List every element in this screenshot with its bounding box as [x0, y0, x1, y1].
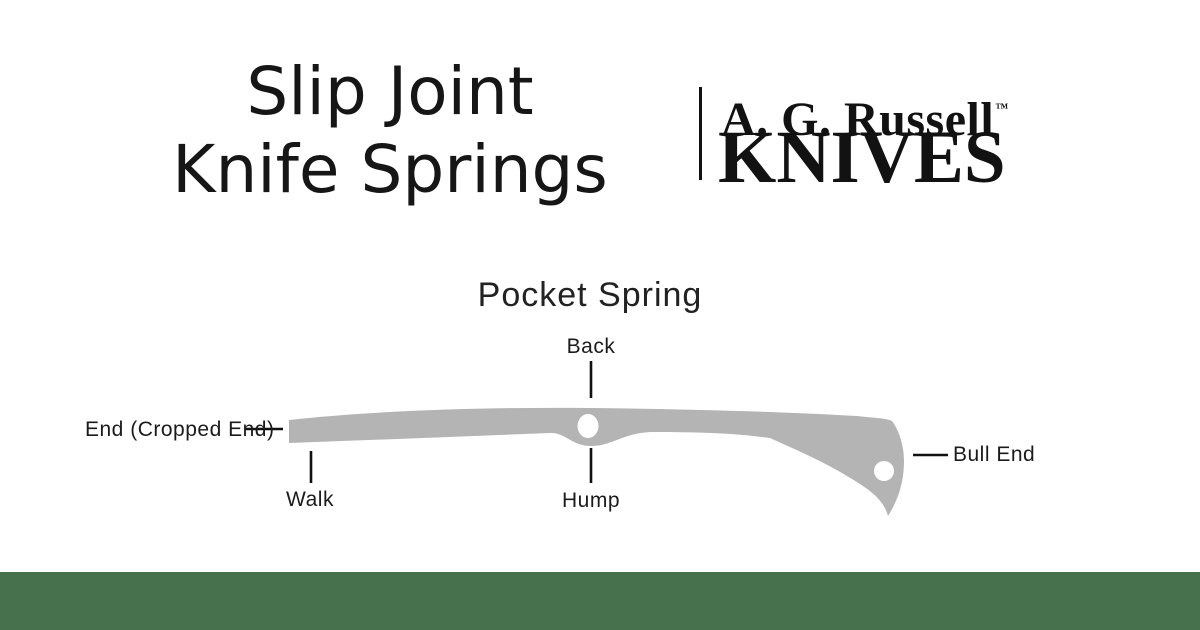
logo-knives-wordmark: KNIVES	[718, 116, 1006, 199]
center-pivot-hole	[577, 414, 599, 438]
diagram-title: Pocket Spring	[477, 276, 703, 314]
trademark-symbol: ™	[995, 100, 1009, 115]
label-bull-end: Bull End	[953, 443, 1036, 466]
logo-vertical-divider	[699, 87, 702, 180]
label-back: Back	[566, 335, 616, 358]
page-title: Slip Joint Knife Springs	[90, 53, 690, 209]
footer-color-bar	[0, 572, 1200, 630]
label-end-cropped-end: End (Cropped End)	[85, 418, 275, 441]
spring-shape	[289, 407, 904, 516]
logo-brand-name: A. G. Russell™	[721, 90, 1009, 146]
label-hump: Hump	[561, 489, 621, 512]
label-walk: Walk	[286, 488, 334, 511]
page-title-line1: Slip Joint	[246, 53, 534, 130]
logo-brand-text: A. G. Russell	[721, 93, 995, 146]
page-title-line2: Knife Springs	[172, 131, 608, 208]
bull-end-hole	[874, 461, 894, 481]
